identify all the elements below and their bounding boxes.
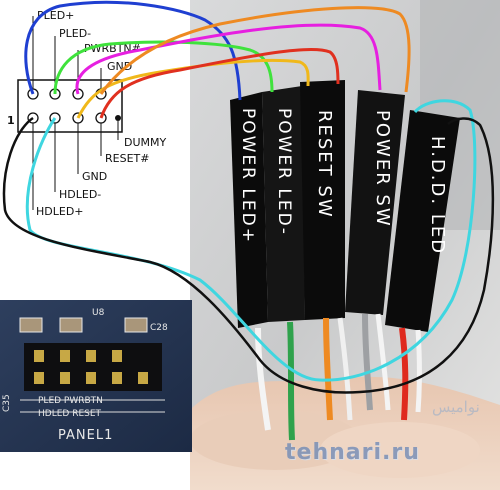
watermark-text: tehnari.ru bbox=[285, 440, 420, 465]
watermark-logo: نواميس bbox=[432, 398, 480, 416]
board-silk-c28: C28 bbox=[150, 323, 168, 333]
finger-shape bbox=[190, 410, 360, 470]
board-silk-header-top: PLED PWRBTN bbox=[38, 396, 103, 406]
header-pin bbox=[86, 350, 96, 362]
header-pin bbox=[34, 372, 44, 384]
board-silk-u8: U8 bbox=[92, 308, 105, 318]
header-pin bbox=[112, 350, 122, 362]
board-silk-header-bottom: HDLED RESET bbox=[38, 409, 102, 419]
smd-component bbox=[59, 317, 83, 333]
header-pin bbox=[60, 350, 70, 362]
header-pin bbox=[138, 372, 148, 384]
finger-shape bbox=[320, 422, 480, 478]
smd-component bbox=[19, 317, 43, 333]
header-pin bbox=[60, 372, 70, 384]
header-pin bbox=[86, 372, 96, 384]
board-silk-panel-name: PANEL1 bbox=[58, 428, 114, 443]
header-pin bbox=[112, 372, 122, 384]
header-pin bbox=[34, 350, 44, 362]
smd-component bbox=[124, 317, 148, 333]
board-silk-c35: C35 bbox=[2, 394, 12, 412]
